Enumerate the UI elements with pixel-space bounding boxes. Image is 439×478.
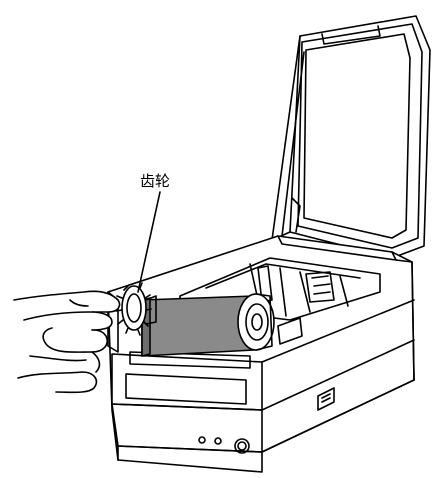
- printer-lid: [271, 15, 431, 259]
- gear-icon: [115, 282, 157, 336]
- hand-icon: [13, 290, 121, 394]
- ribbon-roll-icon: [141, 293, 275, 357]
- printer-body: [107, 235, 415, 473]
- gear-callout-label: 齿轮: [140, 172, 171, 190]
- callout-leader-line: [137, 191, 161, 293]
